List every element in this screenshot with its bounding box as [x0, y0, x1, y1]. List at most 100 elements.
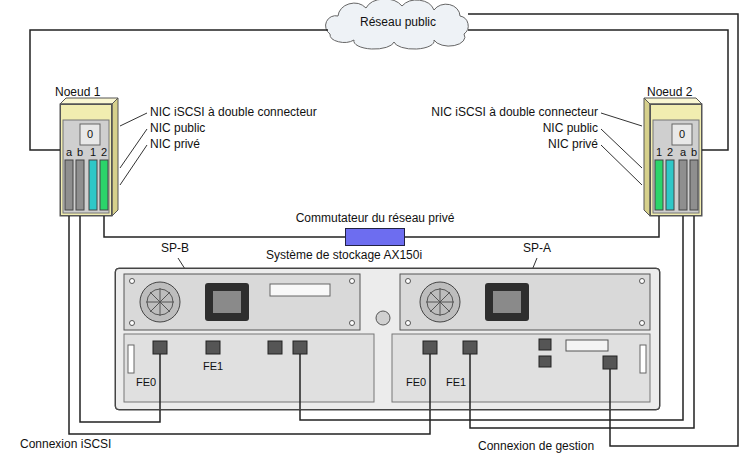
screw	[640, 321, 645, 326]
leader-line	[120, 129, 147, 168]
screw	[130, 279, 135, 284]
processor-panel	[124, 334, 374, 402]
callout-label: 1	[90, 146, 96, 159]
power-socket	[205, 283, 249, 321]
callout-label: b	[691, 146, 697, 159]
port-wire	[469, 354, 471, 410]
power-socket	[485, 283, 529, 321]
callout-label: SP-A	[523, 242, 551, 256]
rj45-port	[268, 341, 282, 354]
storage-art	[115, 268, 660, 410]
rj45-port	[206, 341, 220, 354]
screw	[350, 321, 355, 326]
leader-line	[120, 113, 147, 126]
server-tower: Noeud 2	[650, 104, 702, 216]
screw	[640, 279, 645, 284]
callout-label: 1	[656, 146, 662, 159]
center-knob	[376, 311, 390, 325]
fan-grill	[427, 289, 453, 315]
storage-chassis	[115, 268, 660, 410]
callout-label: FE1	[203, 360, 223, 373]
callout-label: FE0	[406, 376, 426, 389]
callout-label: a	[66, 146, 72, 159]
nic-port	[679, 160, 687, 210]
network-cable	[300, 216, 683, 420]
cloud-node: Réseau public	[328, 4, 468, 42]
screw	[406, 321, 411, 326]
network-cable	[468, 14, 738, 446]
callout-label: NIC iSCSI à double connecteur	[431, 106, 598, 120]
fan-grill	[146, 288, 174, 316]
screw	[406, 279, 411, 284]
tower-side	[112, 98, 118, 216]
screw	[130, 321, 135, 326]
rj45-port	[603, 356, 617, 369]
network-switch: Commutateur du réseau privé	[345, 228, 405, 246]
nic-port	[655, 160, 663, 210]
screw	[350, 279, 355, 284]
nic-port	[76, 160, 84, 210]
nic-port	[89, 160, 97, 210]
callout-label: Connexion de gestion	[478, 440, 594, 454]
callout-label: 0	[679, 128, 685, 141]
callout-label: FE0	[136, 376, 156, 389]
fan	[420, 282, 460, 322]
rj45-port	[539, 339, 551, 350]
leader-line	[120, 145, 147, 185]
port-wire	[429, 354, 431, 410]
panel-handle	[128, 345, 134, 373]
storage-system: Système de stockage AX150i	[115, 268, 660, 410]
node-label: Commutateur du réseau privé	[296, 212, 455, 226]
network-cable	[470, 216, 694, 428]
callout-label: NIC privé	[150, 138, 200, 152]
power-supply	[124, 274, 360, 330]
node-label: Noeud 1	[55, 86, 100, 100]
fan-grill	[147, 289, 173, 315]
server-tower-art	[60, 98, 118, 216]
rj45-port	[423, 341, 437, 354]
port-wires	[160, 354, 610, 410]
nic-card	[80, 124, 100, 145]
port-wire	[609, 369, 611, 410]
fan	[140, 282, 180, 322]
power-supply	[400, 274, 650, 330]
leader-line	[601, 129, 642, 168]
callout-label: SP-B	[161, 242, 189, 256]
power-socket	[493, 291, 521, 313]
rj45-port	[293, 341, 307, 354]
port-wire	[159, 354, 161, 410]
network-cable	[468, 30, 728, 150]
label-plate	[270, 284, 330, 296]
nic-port	[100, 160, 108, 210]
callout-label: NIC privé	[548, 138, 598, 152]
leader-line	[601, 145, 642, 185]
fan-grill	[426, 288, 454, 316]
node-label: Réseau public	[360, 16, 436, 30]
node-label: Noeud 2	[647, 86, 692, 100]
cloud-shape	[326, 0, 469, 49]
server-tower: Noeud 1	[60, 104, 112, 216]
port-panel	[63, 120, 109, 213]
network-cable	[30, 30, 328, 150]
callout-label: a	[680, 146, 686, 159]
screws	[130, 279, 645, 326]
nic-port	[690, 160, 698, 210]
callout-label: Connexion iSCSI	[20, 438, 111, 452]
tower-front	[60, 104, 112, 216]
leader-lines	[120, 113, 642, 280]
callout-label: b	[77, 146, 83, 159]
node-label: Système de stockage AX150i	[266, 249, 422, 263]
rj45-port	[153, 341, 167, 354]
network-cable	[80, 216, 160, 422]
network-cable	[69, 216, 430, 434]
nic-port	[65, 160, 73, 210]
serial-port	[566, 340, 608, 351]
callout-label: NIC public	[543, 122, 598, 136]
power-socket	[213, 291, 241, 313]
nic-port	[666, 160, 674, 210]
leader-line	[601, 113, 642, 126]
panel-handle	[640, 345, 646, 373]
callout-label: FE1	[446, 376, 466, 389]
